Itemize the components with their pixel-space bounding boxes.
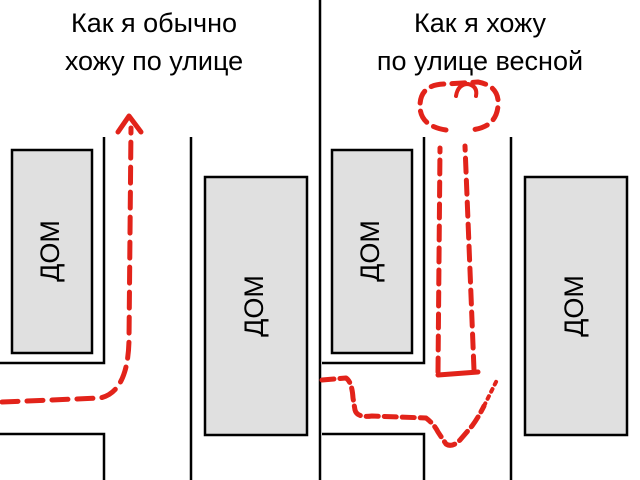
house-label: ДОМ: [355, 220, 385, 282]
left-panel-title: Как я обычно хожу по улице: [64, 8, 244, 76]
house-label: ДОМ: [559, 275, 589, 337]
right-sidewalk-edge-top: [322, 137, 426, 365]
right-panel: ДОМ ДОМ: [319, 79, 629, 480]
spring-walk-path: [319, 79, 501, 448]
left-sidewalk-edge-top: [0, 137, 106, 365]
right-sidewalk-edge-bottom: [322, 432, 426, 480]
right-house-small: ДОМ: [330, 148, 414, 355]
house-label: ДОМ: [35, 220, 65, 282]
left-panel: ДОМ ДОМ: [0, 113, 309, 480]
left-sidewalk-edge-bottom: [0, 432, 106, 480]
right-house-large: ДОМ: [523, 175, 629, 437]
house-label: ДОМ: [239, 275, 269, 337]
path-arrow-head: [115, 113, 144, 135]
usual-walk-path: [0, 125, 134, 405]
left-house-large: ДОМ: [203, 175, 309, 437]
right-panel-title: Как я хожу по улице весной: [376, 8, 584, 76]
left-house-small: ДОМ: [10, 148, 94, 355]
